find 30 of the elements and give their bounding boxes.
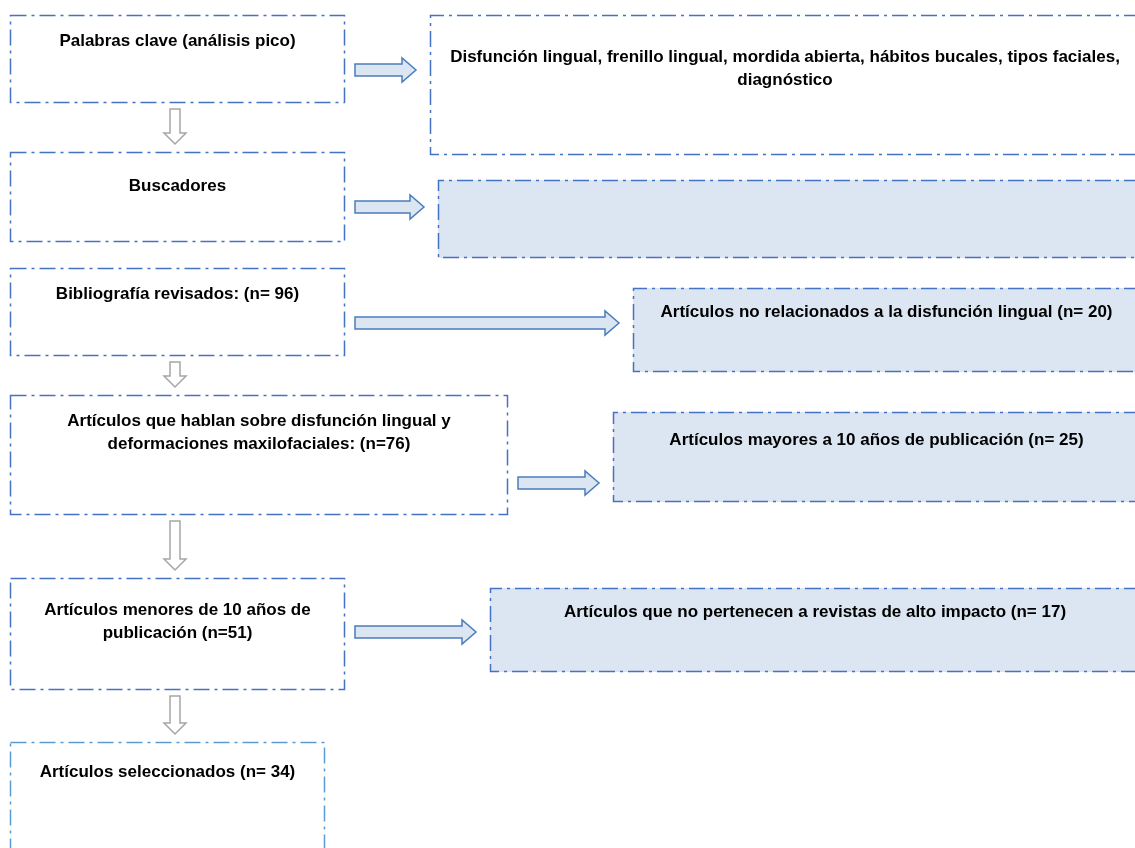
process-box (10, 395, 508, 515)
result-box (613, 412, 1135, 502)
box-text: Artículos que hablan sobre disfunción lingual y deformaciones maxilofaciales: (n=76) (66, 410, 452, 455)
box-text: Artículos no relacionados a la disfunción lingual (n= 20) (659, 301, 1114, 323)
process-box (10, 15, 345, 103)
block-arrow (354, 618, 478, 646)
box-text: Disfunción lingual, frenillo lingual, mordida abierta, hábitos bucales, tipos faciales, diagnóstico (449, 46, 1121, 91)
block-arrow (162, 361, 188, 389)
result-box (633, 288, 1135, 372)
result-box (438, 180, 1135, 258)
box-text: Artículos menores de 10 años de publicación (n=51) (43, 599, 312, 644)
block-arrow (354, 56, 418, 84)
process-box (10, 152, 345, 242)
process-box (10, 742, 325, 848)
block-arrow (162, 108, 188, 146)
box-text: Artículos mayores a 10 años de publicación (n= 25) (668, 429, 1085, 451)
process-box (10, 578, 345, 690)
box-text: Palabras clave (análisis pico) (58, 30, 297, 52)
block-arrow (517, 469, 601, 497)
block-arrow (162, 695, 188, 736)
block-arrow (354, 309, 621, 337)
block-arrow (162, 520, 188, 572)
box-text: Artículos que no pertenecen a revistas de alto impacto (n= 17) (562, 601, 1068, 623)
process-box (430, 15, 1135, 155)
block-arrow (354, 193, 426, 221)
process-box (10, 268, 345, 356)
result-box (490, 588, 1135, 672)
box-text: Buscadores (127, 175, 228, 197)
box-text: Bibliografía revisados: (n= 96) (54, 283, 301, 305)
box-text: Artículos seleccionados (n= 34) (38, 761, 297, 783)
